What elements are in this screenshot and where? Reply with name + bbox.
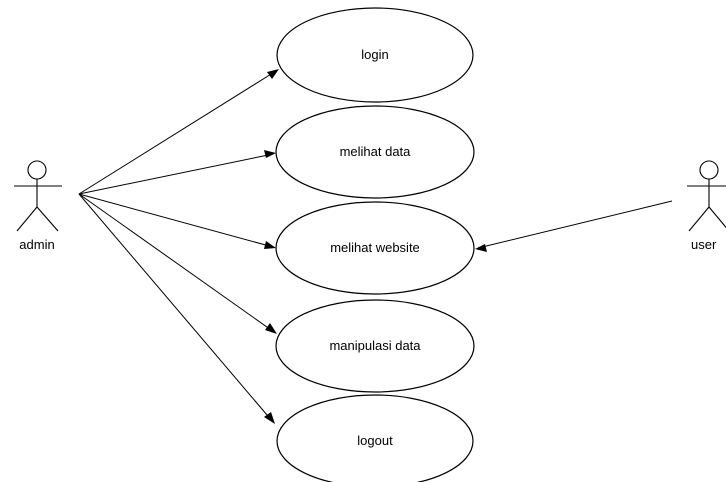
- usecase-melihat-data: melihat data: [275, 105, 475, 199]
- arrow-head-login: [267, 69, 279, 79]
- association-admin-logout: [78, 193, 274, 423]
- actor-user: user: [687, 160, 726, 252]
- actor-admin: admin: [14, 160, 62, 252]
- association-user-melihat-website: [477, 200, 673, 249]
- arrow-head-melihat-data: [264, 150, 276, 158]
- arrow-head-melihat-website-admin: [264, 241, 276, 249]
- actor-label: admin: [19, 237, 54, 252]
- usecase-login: login: [276, 7, 474, 103]
- usecase-ellipse: [275, 299, 475, 393]
- usecase-label: melihat data: [340, 144, 412, 159]
- usecase-manipulasi-data: manipulasi data: [275, 299, 475, 393]
- stick-figure-icon: [14, 160, 62, 232]
- usecase-label: login: [361, 47, 388, 62]
- stick-figure-icon: [687, 160, 726, 232]
- usecase-label: manipulasi data: [329, 338, 421, 353]
- usecase-ellipse: [276, 7, 474, 103]
- usecase-label: logout: [357, 433, 393, 448]
- arrow-head-logout: [264, 412, 275, 424]
- association-admin-manipulasi-data: [78, 193, 275, 333]
- actor-label: user: [691, 237, 717, 252]
- usecase-melihat-website: melihat website: [275, 201, 475, 295]
- arrow-head-manipulasi-data: [265, 323, 277, 334]
- association-admin-melihat-data: [78, 153, 274, 195]
- usecase-ellipse: [275, 201, 475, 295]
- arrow-head-melihat-website-user: [475, 244, 487, 252]
- association-admin-login: [78, 70, 277, 195]
- usecase-ellipse: [276, 394, 474, 482]
- usecase-logout: logout: [276, 394, 474, 482]
- usecase-ellipse: [275, 105, 475, 199]
- usecase-label: melihat website: [330, 240, 420, 255]
- association-admin-melihat-website: [78, 193, 274, 248]
- associations: [78, 69, 673, 424]
